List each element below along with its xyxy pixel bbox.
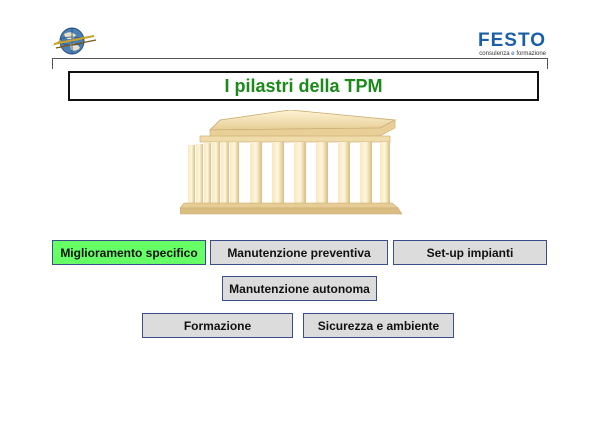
tagline-sep: e (511, 51, 515, 57)
pillar-button-manutenzione-preventiva[interactable]: Manutenzione preventiva (210, 240, 388, 265)
header-divider-left-tick (52, 58, 53, 69)
pillar-button-sicurezza-ambiente[interactable]: Sicurezza e ambiente (303, 313, 454, 338)
pillar-button-formazione[interactable]: Formazione (142, 313, 293, 338)
pillar-button-manutenzione-autonoma[interactable]: Manutenzione autonoma (222, 276, 377, 301)
tagline-left: consulenza (479, 51, 510, 57)
title-box: I pilastri della TPM (68, 71, 539, 101)
temple-icon (180, 110, 403, 215)
header-divider (52, 58, 548, 59)
page-title: I pilastri della TPM (224, 75, 383, 96)
tagline-right: formazione (516, 51, 546, 57)
pillar-button-setup-impianti[interactable]: Set-up impianti (393, 240, 547, 265)
pillar-button-miglioramento-specifico[interactable]: Miglioramento specifico (52, 240, 206, 265)
header-divider-right-tick (547, 58, 548, 69)
festo-logo: FESTO consulenza e formazione (478, 30, 546, 58)
festo-brand-text: FESTO (478, 30, 546, 51)
globe-logo-icon (52, 27, 97, 55)
festo-tagline: consulenza e formazione (478, 50, 546, 58)
